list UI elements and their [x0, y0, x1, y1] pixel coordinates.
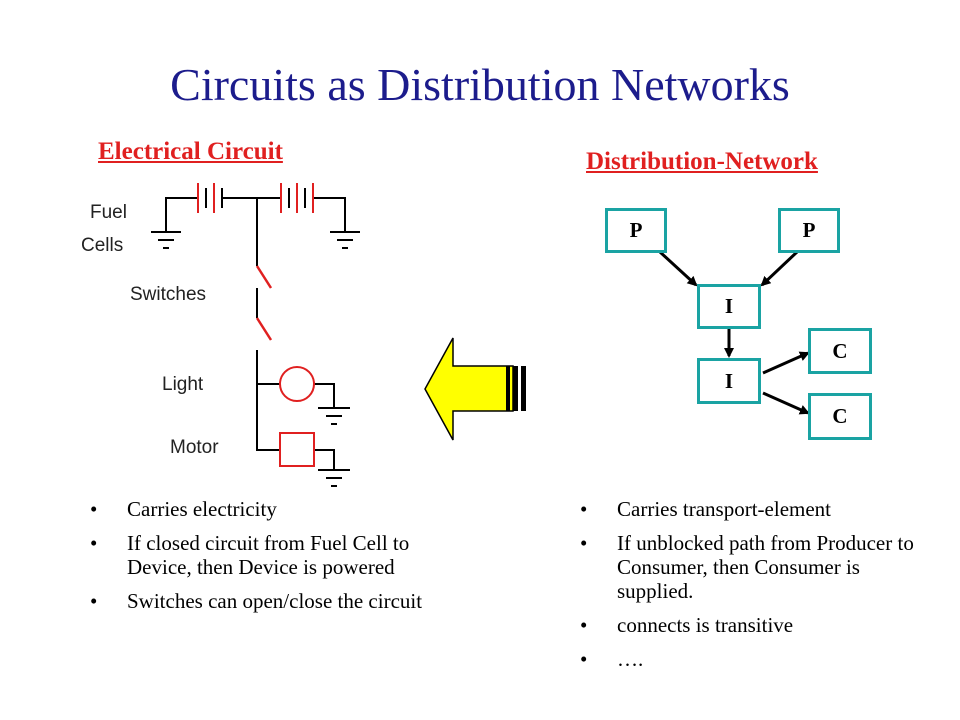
producer-node: P	[778, 208, 840, 253]
fuel-cells-label-line2: Cells	[81, 235, 124, 256]
slide-title: Circuits as Distribution Networks	[170, 59, 790, 110]
network-bullet-list: Carries transport-element If unblocked p…	[580, 497, 920, 681]
lamp-icon	[279, 366, 315, 402]
switch-icon	[255, 265, 273, 289]
switch-icon	[255, 317, 273, 341]
ground-icon	[318, 469, 350, 487]
ground-icon	[330, 231, 360, 249]
fuel-cells-label-line1: Fuel	[90, 202, 127, 223]
ground-icon	[318, 407, 350, 425]
electrical-circuit-heading: Electrical Circuit	[98, 138, 283, 165]
intermediate-node: I	[697, 358, 761, 404]
light-label: Light	[162, 374, 204, 395]
battery-icon	[280, 183, 314, 213]
battery-icon	[197, 183, 223, 213]
motor-label: Motor	[170, 437, 219, 458]
bullet-item: If unblocked path from Producer to Consu…	[580, 531, 920, 603]
circuit-wiring	[165, 197, 346, 470]
bullet-item: Carries electricity	[90, 497, 430, 521]
network-edges	[658, 250, 810, 415]
bullet-item: If closed circuit from Fuel Cell to Devi…	[90, 531, 430, 579]
producer-node: P	[605, 208, 667, 253]
bullet-item: connects is transitive	[580, 613, 920, 637]
circuit-bullet-list: Carries electricity If closed circuit fr…	[90, 497, 430, 623]
bullet-item: Switches can open/close the circuit	[90, 589, 430, 613]
distribution-network-heading: Distribution-Network	[586, 148, 818, 175]
left-arrow-icon	[424, 337, 526, 441]
ground-icon	[151, 231, 181, 249]
bullet-item: ….	[580, 647, 920, 671]
consumer-node: C	[808, 393, 872, 440]
motor-icon	[279, 432, 315, 467]
intermediate-node: I	[697, 284, 761, 329]
consumer-node: C	[808, 328, 872, 374]
bullet-item: Carries transport-element	[580, 497, 920, 521]
switches-label: Switches	[130, 284, 207, 305]
